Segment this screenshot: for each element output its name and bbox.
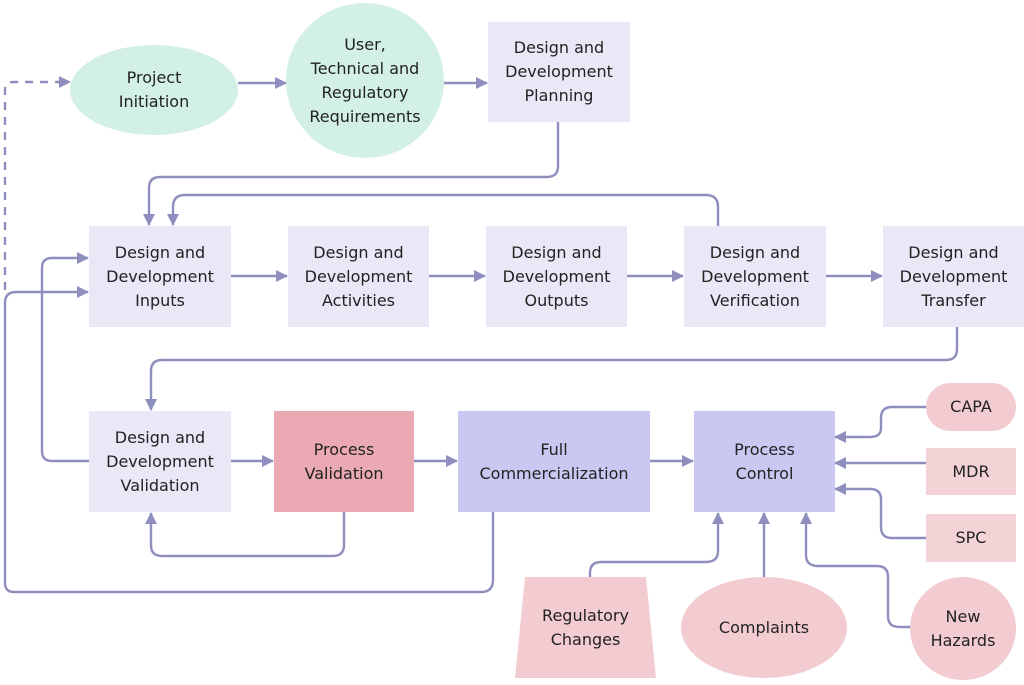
node-capa-label: CAPA [950,397,992,416]
node-planning-label: Design and Development Planning [505,38,613,105]
node-outputs-label: Design and Development Outputs [502,242,611,310]
node-validation-label: Design and Development Validation [106,427,214,495]
node-mdr: MDR [926,448,1016,495]
node-activities-label: Design and Development Activities [304,242,413,310]
node-validation: Design and Development Validation [89,411,231,512]
node-inputs: Design and Development Inputs [89,226,231,327]
arrow-commercialization-to-inputs [3,286,495,594]
node-requirements: User, Technical and Regulatory Requireme… [286,3,444,158]
arrow-new-hazards-to-process-control [800,512,911,629]
arrow-transfer-to-validation [145,327,959,411]
trapezoid-shape [515,577,656,678]
node-transfer-label: Design and Development Transfer [899,242,1008,310]
node-process-validation-label: Process Validation [304,439,384,483]
node-project-initiation-label: Project Initiation [118,68,190,111]
node-process-control-label: Process Control [734,439,795,483]
arrow-spc-to-process-control [834,483,926,540]
node-full-commercialization-label: Full Commercialization [479,439,629,483]
node-regulatory-changes-label: Regulatory Changes [542,605,629,649]
arrow-process-validation-to-validation [145,512,346,558]
node-spc-label: SPC [955,528,987,547]
node-inputs-label: Design and Development Inputs [106,242,214,310]
node-process-validation: Process Validation [274,411,414,512]
arrow-validation-to-inputs [40,252,89,463]
arrow-verification-to-inputs [167,193,720,226]
node-process-control: Process Control [694,411,835,512]
node-activities: Design and Development Activities [288,226,429,327]
arrow-regulatory-changes-to-process-control [588,512,724,577]
node-planning: Design and Development Planning [488,22,630,122]
node-regulatory-changes: Regulatory Changes [515,577,656,678]
arrow-capa-to-process-control [834,405,926,443]
node-spc: SPC [926,514,1016,562]
node-transfer: Design and Development Transfer [883,226,1024,327]
node-requirements-label: User, Technical and Regulatory Requireme… [309,34,421,126]
node-project-initiation: Project Initiation [70,45,238,135]
dashed-arrow-to-initiation [3,76,71,290]
node-mdr-label: MDR [952,461,990,481]
node-complaints: Complaints [681,577,847,678]
node-outputs: Design and Development Outputs [486,226,627,327]
arrow-planning-to-inputs [143,122,560,226]
node-full-commercialization: Full Commercialization [458,411,650,512]
node-verification: Design and Development Verification [684,226,826,327]
node-verification-label: Design and Development Verification [701,242,809,310]
node-complaints-label: Complaints [718,617,810,637]
node-new-hazards: New Hazards [910,577,1016,680]
node-capa: CAPA [926,383,1016,431]
node-new-hazards-label: New Hazards [930,606,996,650]
